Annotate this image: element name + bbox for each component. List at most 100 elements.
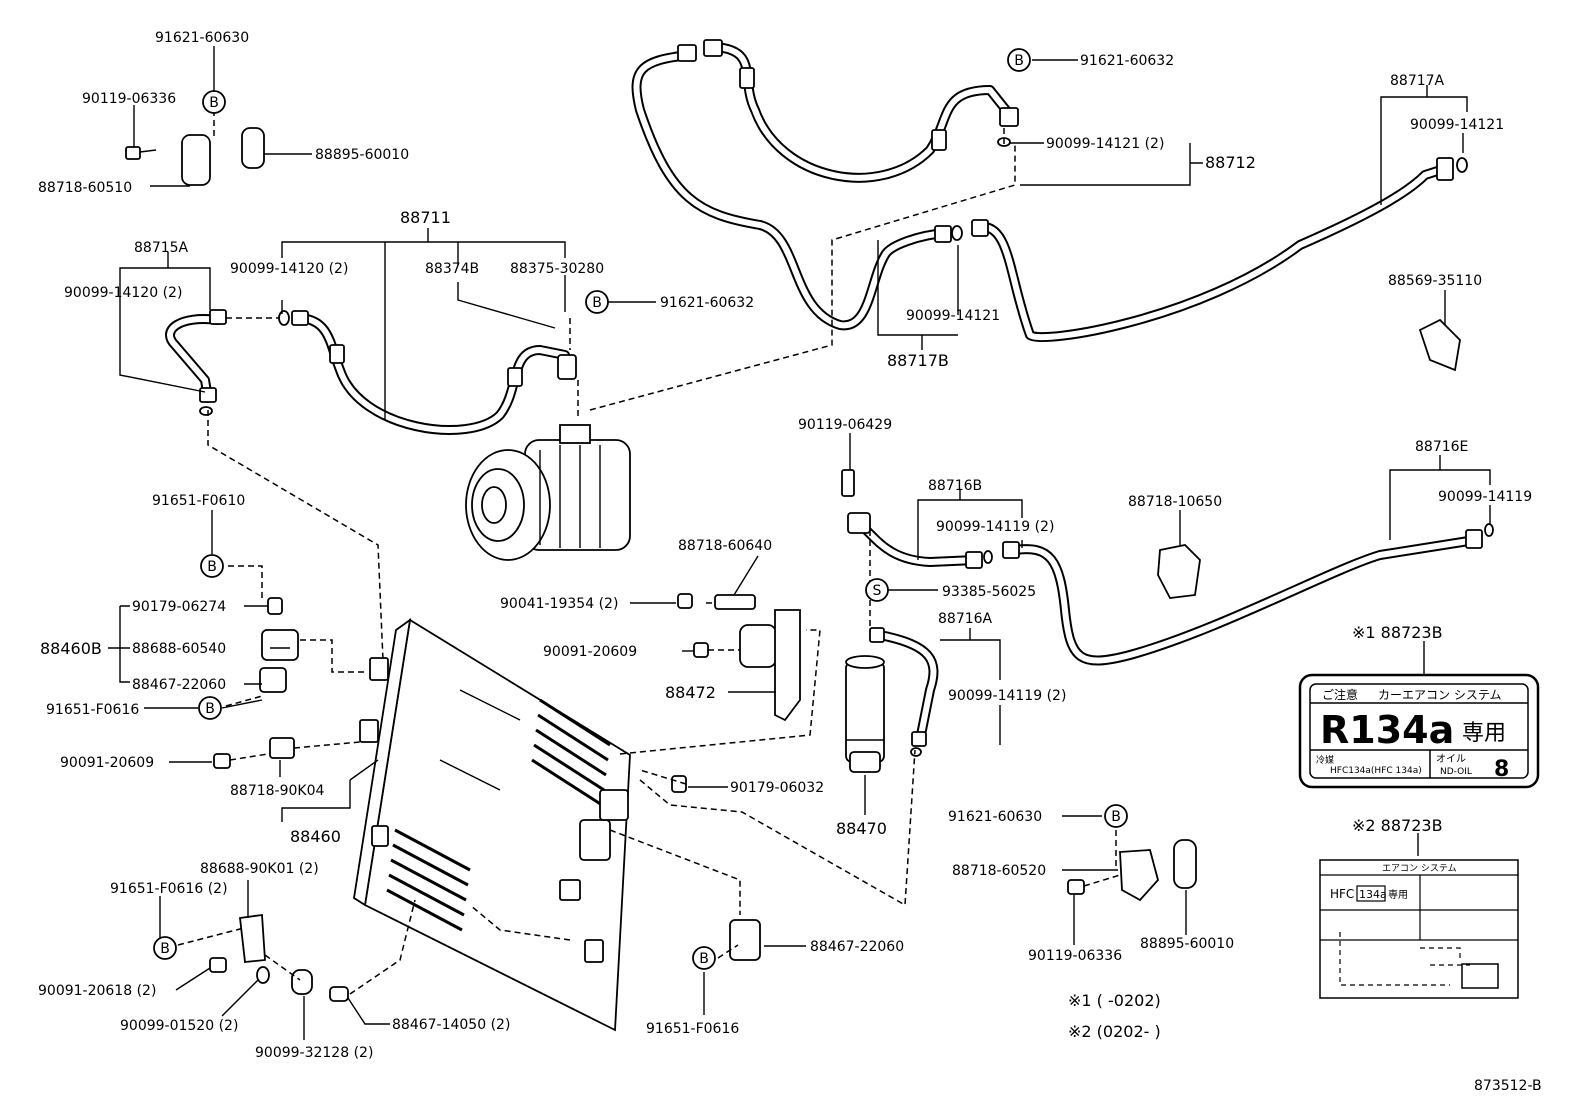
label-88467-14050: 88467-14050 (2)	[392, 1017, 510, 1033]
part-labels: 91621-60630 90119-06336 88895-60010 8871…	[38, 30, 1532, 1061]
label-91621-60630-a: 91621-60630	[155, 30, 249, 46]
label-90099-14119-a: 90099-14119 (2)	[936, 519, 1054, 535]
svg-text:B: B	[1111, 809, 1121, 825]
fitting	[1436, 157, 1454, 181]
bracket-88688-60540	[261, 629, 299, 661]
label-88718-60640: 88718-60640	[678, 538, 772, 554]
o-ring	[1456, 157, 1468, 173]
label-91651-F0616-b: 91651-F0616 (2)	[110, 881, 228, 897]
label-88569-35110: 88569-35110	[1388, 273, 1482, 289]
nut-90179-06274	[267, 597, 283, 615]
label-91621-60632-b: 91621-60632	[1080, 53, 1174, 69]
bracket-88472-arm	[774, 609, 801, 722]
fitting	[911, 731, 927, 747]
condenser	[353, 618, 631, 1032]
label-note2: ※2 88723B	[1352, 816, 1443, 835]
condenser-fins	[386, 689, 611, 932]
fitting	[869, 627, 885, 643]
coolant-value: HFC134a(HFC 134a)	[1330, 766, 1422, 776]
bolt-90119-06336-b	[1067, 879, 1085, 895]
label-88718-10650: 88718-10650	[1128, 494, 1222, 510]
label-91651-F0616-a: 91651-F0616	[46, 702, 139, 718]
label-90041-19354: 90041-19354 (2)	[500, 596, 618, 612]
label-90179-06032: 90179-06032	[730, 780, 824, 796]
label-88688-60540: 88688-60540	[132, 641, 226, 657]
bolt-90119-06336-a	[125, 146, 141, 160]
hfc-number: 134a	[1359, 888, 1387, 901]
pipe-88716E	[1010, 535, 1480, 666]
o-ring	[951, 225, 963, 241]
label-88374B: 88374B	[425, 261, 479, 277]
o-ring	[910, 747, 922, 757]
fitting	[971, 219, 989, 237]
svg-text:B: B	[207, 559, 217, 575]
svg-text:S: S	[873, 583, 882, 599]
fitting	[199, 387, 217, 403]
clamp-88718-10650	[1157, 544, 1201, 599]
bolt-90091-20609-a	[693, 642, 709, 658]
bolt-90041-19354	[677, 593, 693, 609]
leader-lines	[108, 46, 1491, 1040]
markers: B B B B B B B B S	[153, 48, 1128, 970]
marker-b: B	[585, 290, 609, 314]
label-88716A: 88716A	[938, 611, 993, 627]
fitting	[507, 367, 523, 387]
washer-90099-01520	[256, 966, 270, 984]
marker-s: S	[865, 578, 889, 602]
oil-label: オイル	[1436, 753, 1466, 765]
label-90099-01520: 90099-01520 (2)	[120, 1018, 238, 1034]
label-90099-14120-a: 90099-14120 (2)	[64, 285, 182, 301]
fitting	[739, 67, 755, 89]
bracket-88718-90K04	[269, 737, 295, 759]
label-90179-06274: 90179-06274	[132, 599, 226, 615]
label-90099-14121-b: 90099-14121	[1410, 117, 1504, 133]
refrigerant-text: R134a	[1320, 708, 1454, 752]
pipe-88717A	[980, 163, 1452, 343]
dashed-connections	[177, 100, 1121, 995]
svg-text:B: B	[205, 701, 215, 717]
label-88718-90K04: 88718-90K04	[230, 783, 324, 799]
clamp-88718-60640	[714, 594, 756, 610]
label-91621-60630-b: 91621-60630	[948, 809, 1042, 825]
fitting	[329, 344, 345, 364]
label-93385-56025: 93385-56025	[942, 584, 1036, 600]
cushion-88895-60010-b	[1173, 839, 1197, 889]
figure-code: 873512-B	[1474, 1078, 1542, 1094]
label-91651-F0616-c: 91651-F0616	[646, 1021, 739, 1037]
o-ring	[278, 310, 290, 326]
bracket-88467-22060-b	[729, 919, 761, 961]
bolt-90091-20609-b	[213, 753, 231, 769]
label-88716B: 88716B	[928, 478, 982, 494]
label-88895-60010-a: 88895-60010	[315, 147, 409, 163]
receiver-drier	[845, 655, 885, 773]
label-90119-06429: 90119-06429	[798, 417, 892, 433]
label-88717A: 88717A	[1390, 73, 1445, 89]
label-90091-20618: 90091-20618 (2)	[38, 983, 156, 999]
fitting	[291, 310, 309, 326]
fitting	[677, 44, 697, 62]
hfc-text: HFC	[1330, 887, 1354, 901]
svg-text:B: B	[1014, 53, 1024, 69]
clamp-88718-60510	[181, 134, 211, 186]
label-90091-20609-b: 90091-20609	[60, 755, 154, 771]
svg-text:B: B	[592, 295, 602, 311]
bracket-88472	[739, 624, 777, 668]
clamp-88569-35110	[1418, 318, 1461, 372]
system-title: エアコン システム	[1382, 863, 1457, 874]
note-range-1: ※1 ( -0202)	[1068, 991, 1161, 1010]
bolt-90119-06429	[841, 469, 855, 497]
label-88718-60510: 88718-60510	[38, 180, 132, 196]
exclusive-text: 専用	[1462, 721, 1506, 746]
exclusive-text-2: 専用	[1388, 889, 1408, 901]
label-88467-22060-b: 88467-22060	[810, 939, 904, 955]
label-88688-90K01: 88688-90K01 (2)	[200, 861, 319, 877]
o-ring	[1484, 523, 1494, 537]
label-note1: ※1 88723B	[1352, 623, 1443, 642]
fitting	[965, 551, 983, 569]
o-ring	[199, 406, 213, 416]
label-90099-14119-b: 90099-14119	[1438, 489, 1532, 505]
svg-text:B: B	[160, 941, 170, 957]
label-91651-F0610: 91651-F0610	[152, 493, 245, 509]
label-90119-06336-b: 90119-06336	[1028, 948, 1122, 964]
